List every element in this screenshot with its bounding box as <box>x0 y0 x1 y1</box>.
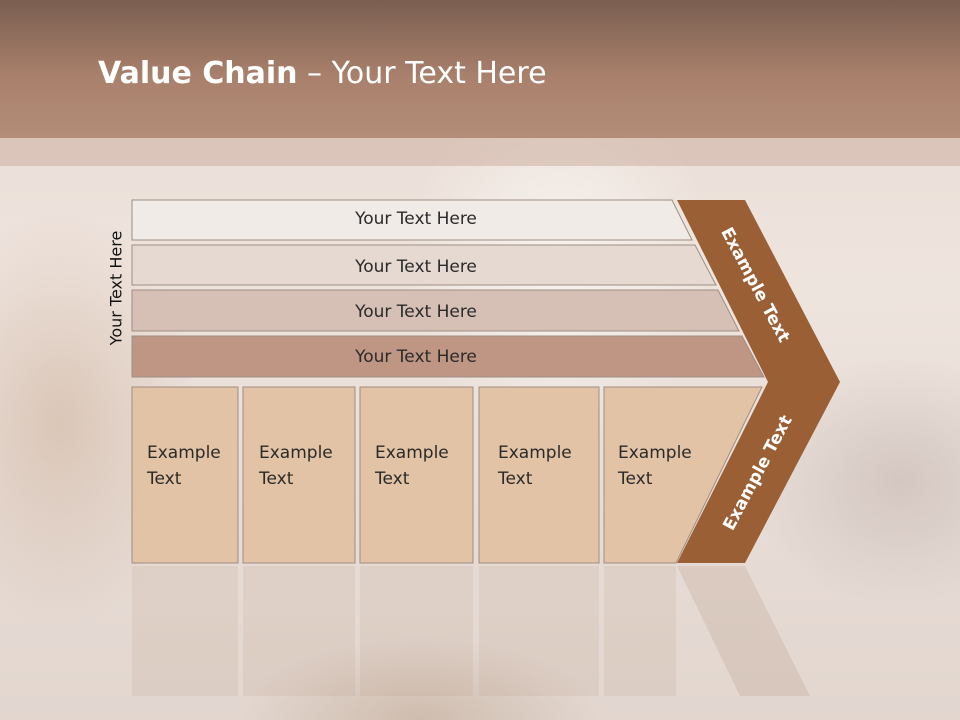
support-bar-4-label: Your Text Here <box>355 347 477 367</box>
primary-cell-4[interactable] <box>478 386 600 564</box>
title-band <box>0 0 960 138</box>
reflection-shapes <box>132 566 810 696</box>
support-bar-3[interactable] <box>131 289 740 332</box>
margin-chevron[interactable] <box>677 200 840 563</box>
title-rest: – Your Text Here <box>297 56 547 91</box>
support-bar-1[interactable] <box>131 199 693 241</box>
support-bar-4[interactable] <box>131 335 765 378</box>
title-band-strip <box>0 138 960 166</box>
primary-cell-2[interactable] <box>242 386 356 564</box>
support-bar-2[interactable] <box>131 244 717 286</box>
primary-cell-1[interactable] <box>131 386 239 564</box>
primary-cell-5[interactable] <box>603 386 763 564</box>
support-bar-3-label: Your Text Here <box>355 302 477 322</box>
support-bar-2-label: Your Text Here <box>355 257 477 277</box>
support-bar-1-label: Your Text Here <box>355 209 477 229</box>
slide-title: Value Chain – Your Text Here <box>98 56 547 91</box>
title-bold: Value Chain <box>98 56 298 91</box>
primary-cell-3[interactable] <box>359 386 474 564</box>
